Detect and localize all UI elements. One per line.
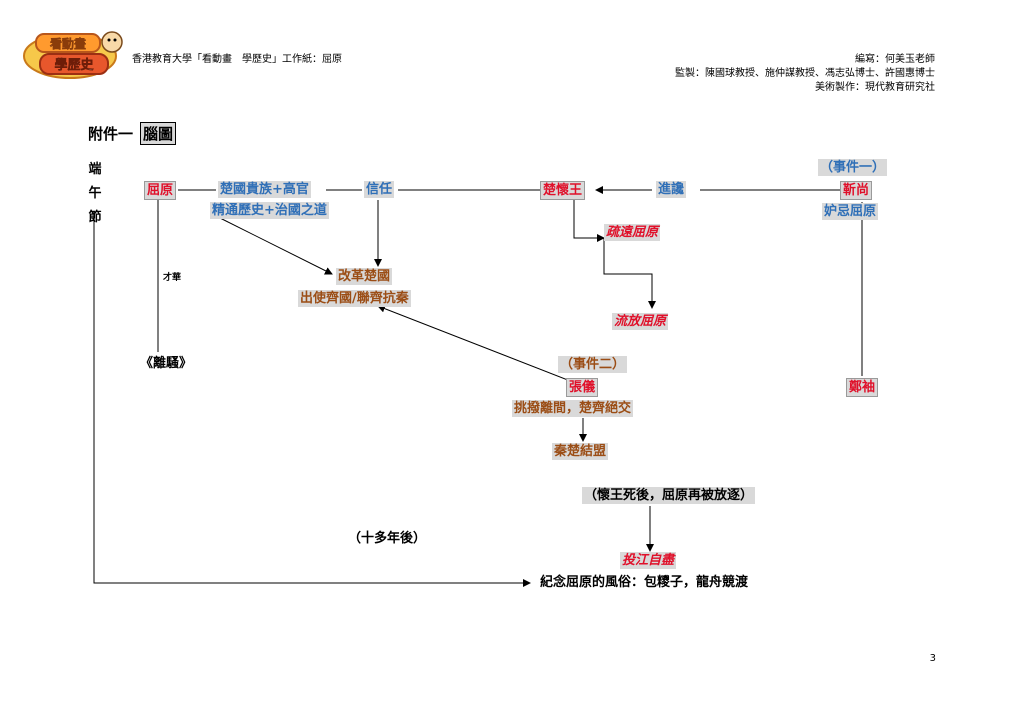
svg-text:看動畫: 看動畫 xyxy=(50,36,86,51)
node-jealous: 妒忌屈原 xyxy=(822,203,879,220)
worksheet-title: 香港教育大學「看動畫 學歷史」工作紙：屈原 xyxy=(132,54,342,65)
node-qu-yuan: 屈原 xyxy=(144,181,177,200)
node-mission: 出使齊國/聯齊抗秦 xyxy=(298,290,411,307)
appendix-label: 附件一 xyxy=(88,125,134,143)
arrow-zhangyi-mission xyxy=(377,304,579,385)
node-exile: 流放屈原 xyxy=(612,313,669,330)
node-zheng-xiu: 鄭袖 xyxy=(846,378,879,397)
arrow-festival-customs xyxy=(93,212,531,587)
node-li-sao: 《離騷》 xyxy=(140,356,193,371)
page-number: 3 xyxy=(929,653,936,664)
festival-char-3: 節 xyxy=(88,210,102,225)
node-jin-shang: 靳尚 xyxy=(840,181,873,200)
festival-char-2: 午 xyxy=(88,186,102,201)
mindmap-title: 腦圖 xyxy=(140,122,177,145)
node-decade-later: （十多年後） xyxy=(348,531,427,546)
node-event-2: （事件二） xyxy=(558,356,628,373)
node-trust: 信任 xyxy=(364,181,395,198)
arrow-king-alienate xyxy=(573,200,605,242)
node-drown: 投江自盡 xyxy=(620,552,677,569)
node-alliance: 秦楚結盟 xyxy=(552,443,609,460)
supervisor-credit: 監製：陳國球教授、施仲謀教授、馮志弘博士、許國惠博士 xyxy=(675,68,935,79)
node-provoke: 挑撥離間，楚齊絕交 xyxy=(512,400,634,417)
author-credit: 編寫：何美玉老師 xyxy=(855,54,935,65)
svg-text:學歷史: 學歷史 xyxy=(54,57,94,73)
node-slander: 進讒 xyxy=(656,181,687,198)
arrow-alienate-exile xyxy=(603,238,656,309)
node-talent: 才華 xyxy=(163,273,182,283)
node-after-death: （懷王死後，屈原再被放逐） xyxy=(582,487,756,504)
node-event-1: （事件一） xyxy=(818,159,888,176)
arrow-history-reform xyxy=(219,217,333,275)
festival-char-1: 端 xyxy=(88,162,102,177)
node-chu-king: 楚懷王 xyxy=(540,181,586,200)
festival-vertical-label: 端 午 節 xyxy=(88,158,102,230)
logo-image: 看動畫 學歷史 xyxy=(23,31,123,79)
node-reform: 改革楚國 xyxy=(336,268,393,285)
art-credit: 美術製作：現代教育研究社 xyxy=(815,82,935,93)
node-history: 精通歷史+治國之道 xyxy=(210,202,329,219)
logo: 看動畫 學歷史 xyxy=(22,24,126,80)
node-customs: 紀念屈原的風俗：包糭子，龍舟競渡 xyxy=(540,575,749,590)
node-nobility: 楚國貴族+高官 xyxy=(218,181,311,198)
node-alienate: 疏遠屈原 xyxy=(604,224,661,241)
node-zhang-yi: 張儀 xyxy=(566,378,599,397)
